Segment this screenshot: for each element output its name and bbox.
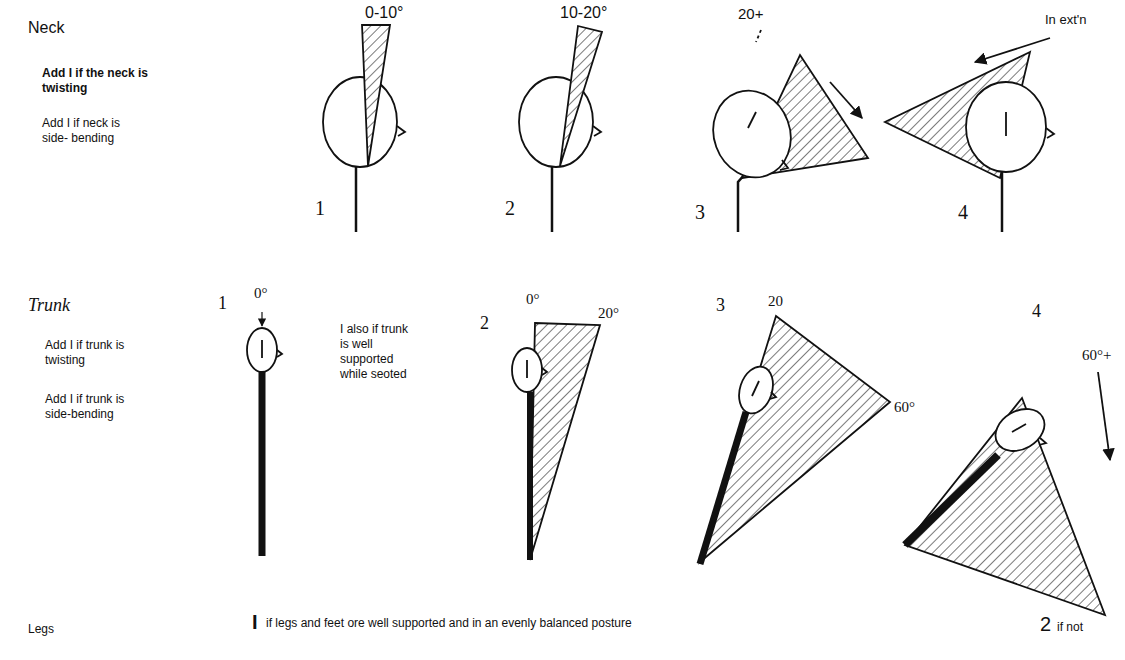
trunk-figure-2 [512,323,600,560]
neck-figure-2 [519,26,602,232]
neck-figure-4 [885,38,1054,232]
section-heading: Legs [28,622,54,637]
angle-label: 60°+ [1082,346,1111,365]
score-number: 1 [218,292,227,315]
section-heading: Trunk [28,294,70,317]
angle-label: 20+ [738,5,763,24]
score-number: 4 [1032,300,1041,323]
score-number: I [252,610,258,635]
angle-label: 0° [254,284,268,303]
angle-label: 60° [894,398,915,417]
rule-note: I also if trunk is well supported while … [340,322,418,382]
rule-note: Add I if the neck is twisting [42,66,150,96]
neck-figure-3 [701,30,868,232]
score-number: 3 [695,200,705,225]
angle-label: In ext'n [1045,12,1087,28]
rule-note: if legs and feet ore well supported and … [266,616,632,631]
score-number: 2 [480,312,489,335]
angle-label: 10-20° [560,3,607,23]
rule-note: Add I if trunk is twisting [45,338,137,368]
rule-note: Add I if neck is side- bending [42,116,142,146]
angle-label: 0° [526,290,540,309]
angle-label: 0-10° [365,3,403,23]
trunk-figure-3 [700,316,890,564]
score-number: 3 [716,294,725,317]
rule-note: if not [1057,620,1083,635]
rule-note: Add I if trunk is side-bending [45,392,137,422]
score-number: 2 [1040,612,1051,637]
angle-label: 20 [768,292,783,311]
score-number: 2 [505,196,515,221]
angle-label: 20° [598,304,619,323]
neck-figure-1 [323,25,405,232]
trunk-figure-1 [247,312,282,556]
trunk-figure-4 [905,372,1110,615]
score-number: 4 [958,200,968,225]
score-number: 1 [315,196,325,221]
section-heading: Neck [28,18,64,38]
